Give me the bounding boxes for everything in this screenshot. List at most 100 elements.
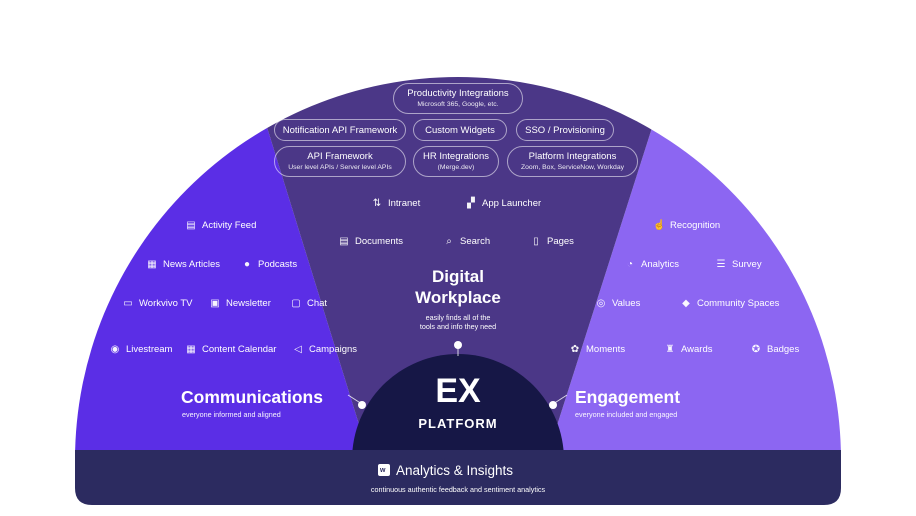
- thumbs-up-icon: ☝: [653, 220, 666, 231]
- item-label: Campaigns: [309, 344, 358, 355]
- item-label: Values: [612, 298, 641, 309]
- item-label: Moments: [586, 344, 626, 355]
- pill-title: API Framework: [307, 151, 373, 162]
- awards-item: ♜ Awards: [664, 344, 713, 356]
- moments-item: ✿ Moments: [569, 344, 625, 356]
- connector-dot-right: [549, 401, 557, 409]
- item-label: Awards: [681, 344, 713, 355]
- pill-subtitle: Microsoft 365, Google, etc.: [417, 101, 499, 108]
- connector-dot-left: [358, 401, 366, 409]
- pill-title: SSO / Provisioning: [525, 125, 605, 136]
- item-label: Search: [460, 236, 491, 247]
- digital-workplace-title-line2: Workplace: [415, 288, 501, 307]
- list-icon: ☰: [716, 259, 726, 270]
- item-label: News Articles: [163, 259, 221, 270]
- app-launcher-item: ▞ App Launcher: [465, 198, 541, 210]
- item-label: Workvivo TV: [139, 298, 193, 309]
- news-articles-item: ▦ News Articles: [146, 259, 220, 271]
- item-label: Analytics: [641, 259, 680, 270]
- app-launcher-icon: ▞: [467, 198, 475, 209]
- item-label: Intranet: [388, 198, 421, 209]
- workvivo-tv-item: ▭ Workvivo TV: [122, 298, 193, 310]
- platform-title: PLATFORM: [418, 416, 498, 431]
- tv-icon: ▭: [123, 298, 133, 309]
- analytics-logo-icon: w: [378, 464, 390, 476]
- news-articles-icon: ▦: [147, 259, 157, 270]
- hr-integrations-pill: HR Integrations (Merge.dev): [413, 146, 499, 177]
- activity-feed-item: ▤Activity Feed: [185, 220, 256, 232]
- pill-title: Custom Widgets: [425, 125, 495, 136]
- pill-subtitle: Zoom, Box, ServiceNow, Workday: [521, 164, 624, 171]
- activity-feed-icon: ▤: [186, 220, 196, 231]
- digital-workplace-sector: [240, 77, 680, 460]
- pill-subtitle: User level APIs / Server level APIs: [288, 164, 392, 171]
- item-label: Community Spaces: [697, 298, 780, 309]
- badge-icon: ✪: [751, 344, 761, 355]
- digital-workplace-subtitle: easily finds all of the tools and info t…: [383, 313, 533, 331]
- microphone-icon: ●: [243, 259, 251, 270]
- digital-workplace-subtitle-line2: tools and info they need: [419, 322, 497, 331]
- chat-item: ▢ Chat: [290, 298, 327, 310]
- communications-subtitle: everyone informed and aligned: [182, 410, 281, 419]
- pie-chart-icon: ◔: [626, 259, 634, 270]
- newsletter-icon: ▣: [210, 298, 220, 309]
- campaigns-item: ◁Campaigns: [292, 344, 357, 356]
- pill-title: Productivity Integrations: [407, 88, 509, 99]
- item-label: Content Calendar: [202, 344, 277, 355]
- moments-icon: ✿: [570, 344, 580, 355]
- item-label: Newsletter: [226, 298, 271, 309]
- calendar-icon: ▦: [186, 344, 196, 355]
- layers-icon: ◆: [682, 298, 690, 309]
- community-spaces-item: ◆ Community Spaces: [680, 298, 779, 310]
- connector-dot-top: [454, 341, 462, 349]
- intranet-item: ⇅Intranet: [371, 198, 420, 210]
- documents-icon: ▤: [339, 236, 349, 247]
- pill-title: Notification API Framework: [282, 125, 398, 136]
- pill-title: HR Integrations: [422, 151, 489, 162]
- pill-title: Platform Integrations: [528, 151, 617, 162]
- values-item: ◎ Values: [595, 298, 641, 310]
- notification-api-framework-pill: Notification API Framework: [274, 119, 406, 141]
- trophy-icon: ♜: [665, 344, 675, 355]
- engagement-title: Engagement: [575, 387, 681, 407]
- digital-workplace-title-line1: Digital: [432, 267, 484, 286]
- item-label: Chat: [307, 298, 328, 309]
- custom-widgets-pill: Custom Widgets: [413, 119, 507, 141]
- digital-workplace-title: Digital Workplace: [383, 266, 533, 308]
- engagement-subtitle: everyone included and engaged: [575, 410, 678, 419]
- item-label: Recognition: [670, 220, 721, 231]
- api-framework-pill: API Framework User level APIs / Server l…: [274, 146, 406, 177]
- livestream-item: ◉ Livestream: [109, 344, 173, 356]
- item-label: Pages: [547, 236, 574, 247]
- newsletter-item: ▣ Newsletter: [209, 298, 271, 310]
- item-label: Livestream: [126, 344, 173, 355]
- item-label: Documents: [355, 236, 404, 247]
- chat-icon: ▢: [291, 298, 301, 309]
- badges-item: ✪ Badges: [750, 344, 799, 356]
- item-label: Podcasts: [258, 259, 298, 270]
- pages-icon: ▯: [533, 236, 539, 247]
- item-label: Survey: [732, 259, 762, 270]
- survey-item: ☰ Survey: [715, 259, 762, 271]
- platform-integrations-pill: Platform Integrations Zoom, Box, Service…: [507, 146, 638, 177]
- target-icon: ◎: [596, 298, 606, 309]
- ex-core-semicircle: [352, 354, 564, 460]
- livestream-icon: ◉: [110, 344, 120, 355]
- item-label: Badges: [767, 344, 800, 355]
- sso-provisioning-pill: SSO / Provisioning: [516, 119, 614, 141]
- content-calendar-item: ▦ Content Calendar: [185, 344, 276, 356]
- analytics-insights-subtitle: continuous authentic feedback and sentim…: [370, 485, 546, 494]
- podcasts-item: ● Podcasts: [241, 259, 297, 271]
- pages-item: ▯ Pages: [530, 236, 574, 248]
- item-label: App Launcher: [482, 198, 542, 209]
- recognition-item: ☝ Recognition: [653, 220, 720, 232]
- analytics-item: ◔ Analytics: [624, 259, 679, 271]
- ex-title: EX: [435, 372, 481, 410]
- search-icon: ⌕: [446, 236, 452, 247]
- pill-subtitle: (Merge.dev): [437, 164, 475, 171]
- documents-item: ▤ Documents: [338, 236, 403, 248]
- analytics-insights-title: Analytics & Insights: [396, 463, 514, 478]
- search-item: ⌕ Search: [443, 236, 490, 248]
- productivity-integrations-pill: Productivity Integrations Microsoft 365,…: [393, 83, 523, 114]
